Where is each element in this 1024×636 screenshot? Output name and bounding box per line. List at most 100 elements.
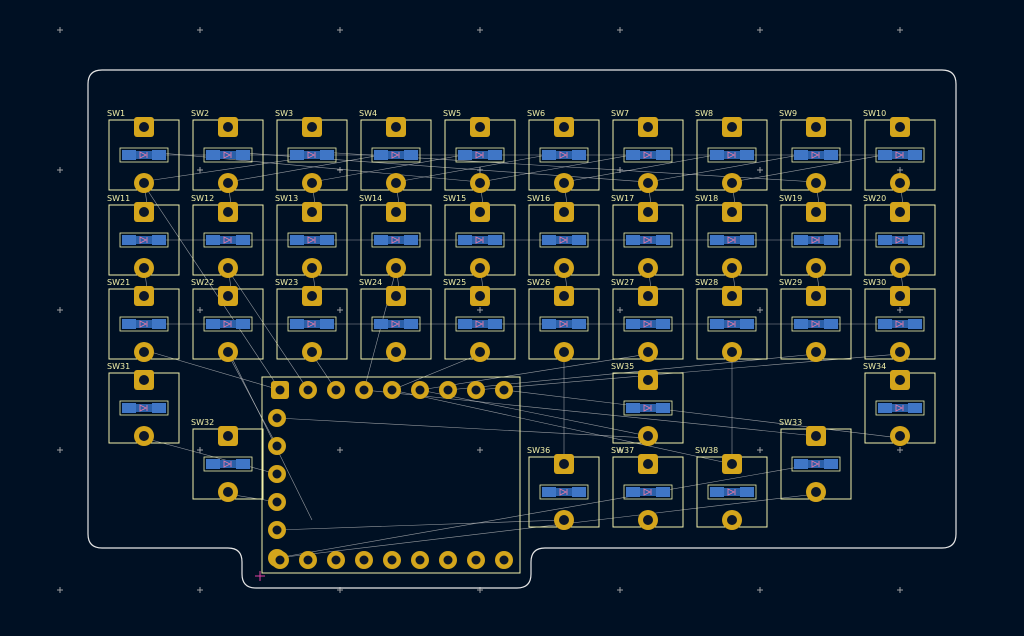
smd-pad (878, 235, 892, 245)
switch-sw25[interactable]: SW25 (443, 278, 516, 362)
drill-hole (139, 347, 149, 357)
diode-symbol-icon (727, 488, 736, 496)
drill-hole (895, 375, 905, 385)
switch-sw23[interactable]: SW23 (275, 278, 348, 362)
switch-sw19[interactable]: SW19 (779, 194, 852, 278)
switch-sw9[interactable]: SW9 (779, 109, 852, 193)
diode-outline (119, 232, 169, 248)
diode-body (640, 320, 656, 328)
ratsnest-line (391, 389, 733, 465)
diode-symbol-icon (559, 236, 568, 244)
switch-label: SW29 (779, 278, 802, 287)
drill-hole (272, 441, 282, 451)
switch-sw22[interactable]: SW22 (191, 278, 264, 362)
switch-label: SW1 (107, 109, 125, 118)
switch-sw3[interactable]: SW3 (275, 109, 348, 193)
smd-pad (656, 487, 670, 497)
ratsnest-line (647, 151, 817, 183)
diode-symbol-icon (811, 151, 820, 159)
smd-pad (710, 235, 724, 245)
switch-sw38[interactable]: SW38 (695, 446, 768, 530)
drill-hole (475, 291, 485, 301)
smd-pad (152, 235, 166, 245)
smd-pad (404, 235, 418, 245)
grid-marker (337, 307, 343, 313)
diode-body (724, 320, 740, 328)
grid-marker (57, 587, 63, 593)
switch-sw34[interactable]: SW34 (863, 362, 936, 446)
drill-hole (471, 555, 481, 565)
switch-sw7[interactable]: SW7 (611, 109, 684, 193)
drill-hole (307, 347, 317, 357)
diode-body (136, 404, 152, 412)
switch-sw5[interactable]: SW5 (443, 109, 516, 193)
smd-pad (122, 235, 136, 245)
switch-sw36[interactable]: SW36 (527, 446, 600, 530)
drill-hole (475, 263, 485, 273)
switch-sw10[interactable]: SW10 (863, 109, 936, 193)
ratsnest-line (731, 151, 901, 183)
switch-sw15[interactable]: SW15 (443, 194, 516, 278)
drill-hole (499, 555, 509, 565)
ratsnest-line (276, 519, 565, 531)
diode-body (304, 151, 320, 159)
diode-body (808, 151, 824, 159)
ratsnest-line (143, 349, 281, 391)
switch-sw13[interactable]: SW13 (275, 194, 348, 278)
switch-sw29[interactable]: SW29 (779, 278, 852, 362)
switch-label: SW25 (443, 278, 466, 287)
drill-hole (727, 122, 737, 132)
diode-body (472, 320, 488, 328)
switch-label: SW5 (443, 109, 461, 118)
switch-sw4[interactable]: SW4 (359, 109, 432, 193)
smd-pad (626, 487, 640, 497)
switch-label: SW3 (275, 109, 293, 118)
diode-body (220, 460, 236, 468)
switch-sw37[interactable]: SW37 (611, 446, 684, 530)
switch-sw16[interactable]: SW16 (527, 194, 600, 278)
diode-outline (707, 232, 757, 248)
drill-hole (223, 263, 233, 273)
switch-sw2[interactable]: SW2 (191, 109, 264, 193)
switch-sw30[interactable]: SW30 (863, 278, 936, 362)
grid-marker (757, 307, 763, 313)
switch-label: SW8 (695, 109, 713, 118)
diode-outline (623, 316, 673, 332)
smd-pad (710, 319, 724, 329)
drill-hole (139, 263, 149, 273)
smd-pad (740, 487, 754, 497)
switch-sw1[interactable]: SW1 (107, 109, 180, 193)
switch-sw32[interactable]: SW32 (191, 418, 264, 502)
diode-body (556, 236, 572, 244)
smd-pad (290, 150, 304, 160)
smd-pad (152, 403, 166, 413)
switch-sw14[interactable]: SW14 (359, 194, 432, 278)
smd-pad (626, 403, 640, 413)
switch-sw21[interactable]: SW21 (107, 278, 180, 362)
drill-hole (391, 122, 401, 132)
switch-sw28[interactable]: SW28 (695, 278, 768, 362)
drill-hole (643, 263, 653, 273)
switch-sw33[interactable]: SW33 (779, 418, 852, 502)
switch-sw20[interactable]: SW20 (863, 194, 936, 278)
switch-sw35[interactable]: SW35 (611, 362, 684, 446)
mcu-footprint[interactable] (261, 376, 521, 574)
switch-sw26[interactable]: SW26 (527, 278, 600, 362)
switch-sw6[interactable]: SW6 (527, 109, 600, 193)
diode-body (472, 236, 488, 244)
switch-sw31[interactable]: SW31 (107, 362, 180, 446)
drill-hole (811, 291, 821, 301)
switch-sw27[interactable]: SW27 (611, 278, 684, 362)
diode-symbol-icon (139, 404, 148, 412)
switch-sw24[interactable]: SW24 (359, 278, 432, 362)
switch-sw8[interactable]: SW8 (695, 109, 768, 193)
diode-symbol-icon (895, 151, 904, 159)
drill-hole (387, 555, 397, 565)
switch-sw18[interactable]: SW18 (695, 194, 768, 278)
switch-sw17[interactable]: SW17 (611, 194, 684, 278)
drill-hole (727, 291, 737, 301)
switch-sw11[interactable]: SW11 (107, 194, 180, 278)
smd-pad (404, 150, 418, 160)
switch-sw12[interactable]: SW12 (191, 194, 264, 278)
